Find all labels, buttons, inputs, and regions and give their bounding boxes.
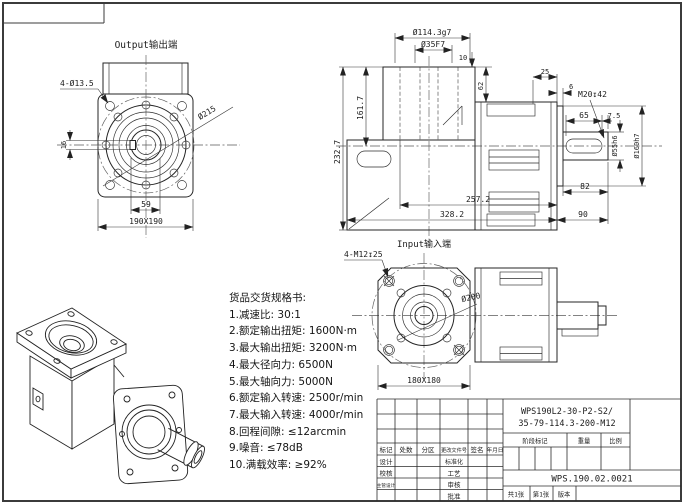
version-label: 版本 xyxy=(558,490,571,499)
spec-item: 6.额定输入转速: 2500r/min xyxy=(229,392,364,405)
side-total-height-dim: 232.7 xyxy=(333,140,342,164)
part-number-line1: WPS190L2-30-P2-S2/ xyxy=(521,407,613,417)
side-offset6-dim: 6 xyxy=(569,83,573,91)
spec-title: 货品交货规格书: xyxy=(229,292,307,304)
side-keylen-dim: 65 xyxy=(579,111,589,120)
rev-header-sign: 签名 xyxy=(471,445,484,454)
side-total-len-dim: 328.2 xyxy=(440,210,464,219)
output-bolt-circle-dim: Ø215 xyxy=(196,103,218,122)
weight-label: 重量 xyxy=(578,437,591,445)
side-pilot-dia-dim: Ø160h7 xyxy=(633,133,641,158)
side-ext-len-dim: 90 xyxy=(578,210,588,219)
part-number-line2: 35-79-114.3-200-M12 xyxy=(518,419,615,429)
spec-item: 10.满载效率: ≥92% xyxy=(229,459,327,472)
sign-audit-label: 审核 xyxy=(448,480,462,489)
side-spigot-depth-dim: 62 xyxy=(477,82,485,90)
side-offset25-dim: 25 xyxy=(541,68,549,76)
spec-item: 7.最大输入转速: 4000r/min xyxy=(229,408,364,421)
side-shaft-dia-dim: Ø55h6 xyxy=(611,135,619,156)
output-front-view: Output输出端 4-Ø13.5 Ø215 xyxy=(57,39,240,238)
side-step-dim: 10 xyxy=(459,54,467,62)
title-block-text: 标记 处数 分区 更改文件号 签名 年月日 设计 校核 主管设计 标准化 工艺 … xyxy=(377,407,633,501)
side-thread-dim: M20↧42 xyxy=(578,90,607,99)
input-square-dim: 180X180 xyxy=(407,376,441,385)
spec-item: 3.最大输出扭矩: 3200N·m xyxy=(229,342,358,355)
sign-approve-label: 批准 xyxy=(448,492,462,501)
output-key-width-dim: 16 xyxy=(60,141,68,149)
spec-item: 2.额定输出扭矩: 1600N·m xyxy=(229,325,358,338)
rev-header-mark: 标记 xyxy=(380,445,394,454)
spec-item: 4.最大径向力: 6500N xyxy=(229,358,333,371)
drawing-number: WPS.190.02.0021 xyxy=(551,475,632,485)
spec-item: 5.最大轴向力: 5000N xyxy=(229,375,333,388)
side-shaft-len-dim: 82 xyxy=(580,182,590,191)
side-body-len-dim: 257.2 xyxy=(466,195,490,204)
sheet-number: 第1张 xyxy=(533,490,550,499)
input-side-section xyxy=(474,267,607,363)
spec-list: 货品交货规格书: 1.减速比: 30:1 2.额定输出扭矩: 1600N·m 3… xyxy=(229,290,397,474)
side-bore-dim: Ø35F7 xyxy=(421,39,445,49)
side-spigot-dim: Ø114.3g7 xyxy=(413,27,452,37)
scale-label: 比例 xyxy=(609,436,622,445)
side-view: Ø114.3g7 Ø35F7 232.7 161.7 10 62 25 6 M2… xyxy=(333,27,662,240)
output-bolt-holes xyxy=(101,100,191,190)
input-bolt-circle-dim: Ø200 xyxy=(460,290,481,304)
rev-header-docno: 更改文件号 xyxy=(441,446,467,454)
isometric-view xyxy=(16,307,205,485)
title-block xyxy=(376,398,681,501)
output-square-dim: 190X190 xyxy=(129,217,163,226)
sign-check-label: 校核 xyxy=(380,469,394,478)
stage-mark-label: 阶段标记 xyxy=(522,436,548,445)
spec-item: 9.噪音: ≤78dB xyxy=(229,442,303,455)
rev-header-count: 处数 xyxy=(400,445,414,454)
output-holes-dim: 4-Ø13.5 xyxy=(60,78,94,88)
rev-header-zone: 分区 xyxy=(422,445,436,454)
output-view-title: Output输出端 xyxy=(115,39,178,51)
input-view-title: Input输入端 xyxy=(397,238,451,250)
spec-item: 8.回程间隙: ≤12arcmin xyxy=(229,425,347,438)
side-face-height-dim: 161.7 xyxy=(356,96,365,120)
sign-standard-label: 标准化 xyxy=(445,458,463,466)
input-holes-dim: 4-M12↧25 xyxy=(344,250,383,259)
output-span-dim: 59 xyxy=(141,200,151,209)
sign-process-label: 工艺 xyxy=(448,470,462,478)
input-mount-holes xyxy=(383,275,465,356)
sign-chief-design-label: 主管设计 xyxy=(377,482,396,489)
input-front-view: Input输入端 4-M12↧25 Ø200 180X180 xyxy=(344,238,618,390)
sheet-count: 共1张 xyxy=(508,490,525,499)
side-keyend-dim: 7.5 xyxy=(608,112,621,120)
spec-item: 1.减速比: 30:1 xyxy=(229,308,301,321)
sign-design-label: 设计 xyxy=(380,457,394,466)
rev-header-date: 年月日 xyxy=(487,446,504,454)
